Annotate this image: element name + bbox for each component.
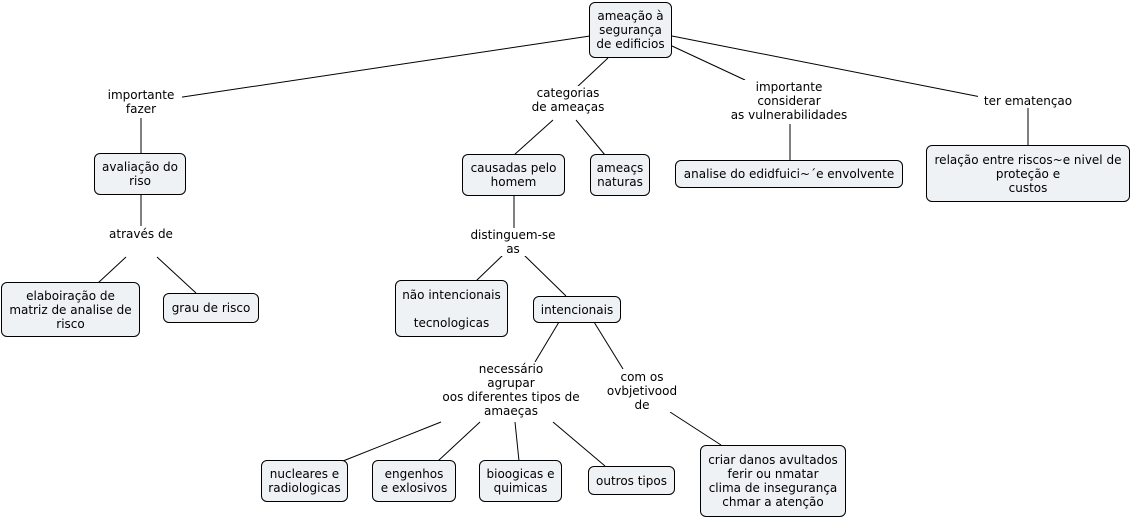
line-necessario-to-engenhos [437, 421, 481, 462]
concept-avaliacao-do-riso[interactable]: avaliação do riso [94, 153, 186, 195]
concept-intencionais[interactable]: intencionais [533, 296, 621, 323]
link-com-os-objetivos: com os ovbjetivood de [598, 370, 686, 412]
line-atraves-to-elaboracao [97, 256, 127, 284]
line-root-to-ter-ematencao [671, 35, 987, 99]
line-root-to-importante-fazer [175, 35, 591, 99]
concept-ameacs-naturas[interactable]: ameaçs naturas [590, 154, 650, 196]
line-distinguem-to-nao-intencionais [475, 254, 504, 282]
concept-engenhos-exlosivos[interactable]: engenhos e exlosivos [372, 460, 456, 502]
concept-analise-edificio-envolvente[interactable]: analise do edidfuici~´e envolvente [675, 160, 903, 188]
line-root-to-importante-considerar [671, 45, 746, 81]
line-necessario-to-bioogicas [514, 421, 520, 462]
concept-ameacao-seguranca-edificios[interactable]: ameação à segurança de edificios [589, 2, 672, 58]
line-intencionais-to-com-os [593, 321, 624, 370]
line-intencionais-to-necessario [534, 321, 560, 363]
link-necessario-agrupar: necessário agrupar oos diferentes tipos … [436, 362, 586, 418]
concept-nao-intencionais-tecnologicas[interactable]: não intencionais tecnologicas [395, 280, 508, 337]
concept-nucleares-radiologicas[interactable]: nucleares e radiologicas [261, 460, 348, 502]
line-root-to-categorias [575, 57, 609, 89]
concept-grau-de-risco[interactable]: grau de risco [163, 293, 259, 323]
concept-elaboracao-matriz[interactable]: elaboiração de matriz de analise de risc… [1, 282, 140, 337]
line-categorias-to-ameacs [575, 119, 606, 156]
line-necessario-to-outros [552, 421, 606, 467]
concept-outros-tipos[interactable]: outros tipos [588, 466, 675, 495]
link-importante-fazer: importante fazer [100, 88, 182, 116]
link-ter-ematencao: ter ematençao [978, 94, 1078, 108]
line-categorias-to-causadas [513, 119, 554, 156]
link-distinguem-se-as: distinguem-se as [460, 228, 566, 256]
line-com-os-to-criar [669, 411, 722, 446]
concept-relacao-riscos-protecao-custos[interactable]: relação entre riscos~e nivel de proteção… [926, 145, 1130, 202]
concept-criar-danos[interactable]: criar danos avultados ferir ou nmatar cl… [700, 445, 846, 517]
concept-causadas-pelo-homem[interactable]: causadas pelo homem [462, 154, 565, 196]
line-atraves-to-grau [156, 256, 197, 294]
link-categorias-de-ameacas: categorias de ameaças [520, 86, 616, 114]
line-necessario-to-nucleares [342, 421, 442, 462]
concept-bioogicas-quimicas[interactable]: bioogicas e quimicas [479, 460, 562, 502]
line-distinguem-to-intencionais [523, 254, 567, 297]
link-atraves-de: através de [100, 227, 182, 241]
link-importante-considerar: importante considerar as vulnerabilidade… [724, 80, 854, 122]
